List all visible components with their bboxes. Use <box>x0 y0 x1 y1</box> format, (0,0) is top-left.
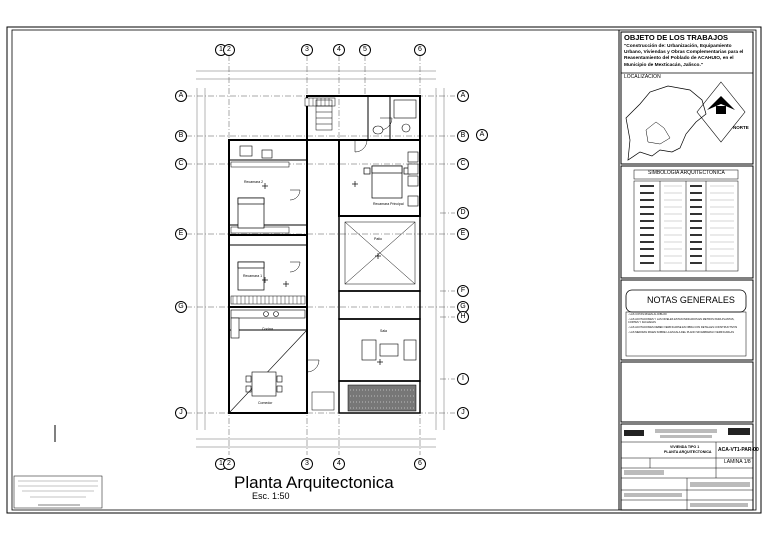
plano-subtitle: PLANTA ARQUITECTONICA <box>664 450 712 454</box>
room-label-sala: Sala <box>380 329 388 333</box>
axis-bubble-right: B <box>457 130 469 142</box>
axis-bubble-left: A <box>175 90 187 102</box>
norte-label: NORTE <box>733 125 749 130</box>
localizacion-label: LOCALIZACION <box>624 74 661 80</box>
nota-item: - LAS MEDIDAS RIGEN SOBRE LA ESCALA DEL … <box>628 331 734 335</box>
axis-bubble-bottom: 6 <box>414 458 426 470</box>
axis-bubble-right: H <box>457 311 469 323</box>
axis-bubble-right: D <box>457 207 469 219</box>
axis-bubble-top: 3 <box>301 44 313 56</box>
objeto-text: "Construcción de: Urbanización, Equipami… <box>624 44 744 68</box>
axis-bubble-right: F <box>457 285 469 297</box>
drawing-scale: Esc. 1:50 <box>252 491 290 501</box>
axis-bubble-right: C <box>457 158 469 170</box>
axis-bubble-right: I <box>457 373 469 385</box>
axis-bubble-right: A <box>457 90 469 102</box>
simbologia-title: SIMBOLOGIA ARQUITECTONICA <box>648 170 725 176</box>
nota-item: - LAS COTAS RIGEN AL DIBUJO <box>628 313 667 316</box>
lamina-label: LAMINA 1/8 <box>724 459 751 465</box>
axis-bubble-bottom: 3 <box>301 458 313 470</box>
nota-item: - LAS ACOTACIONES Y LAS NIVELES ESTAN IN… <box>628 318 735 324</box>
objeto-title: OBJETO DE LOS TRABAJOS <box>624 33 729 42</box>
room-label-recamara-2: Recamara 2 <box>244 180 264 184</box>
axis-bubble-side: A <box>476 129 488 141</box>
notas-title: NOTAS GENERALES <box>647 295 735 305</box>
axis-bubble-left: E <box>175 228 187 240</box>
axis-bubble-left: C <box>175 158 187 170</box>
room-label-comedor: Comedor <box>258 401 273 405</box>
axis-bubble-left: B <box>175 130 187 142</box>
room-label-patio: Patio <box>374 237 382 241</box>
plano-title: VIVIENDA TIPO 1 <box>670 445 700 449</box>
axis-bubble-top: 4 <box>333 44 345 56</box>
room-label-recamara-1: Recamara 1 <box>243 274 263 278</box>
axis-bubble-bottom: 2 <box>223 458 235 470</box>
axis-bubble-bottom: 4 <box>333 458 345 470</box>
axis-bubble-top: 5 <box>359 44 371 56</box>
room-label-cocina: Cocina <box>262 327 273 331</box>
plano-code: ACA-VT1-PAR-00 <box>718 447 759 453</box>
axis-bubble-left: J <box>175 407 187 419</box>
axis-bubble-top: 2 <box>223 44 235 56</box>
axis-bubble-right: J <box>457 407 469 419</box>
axis-bubble-top: 6 <box>414 44 426 56</box>
nota-item: - LAS ACOTACIONES DEBEN VERIFICARSE EN O… <box>628 326 738 330</box>
room-label-recamara-principal: Recamara Principal <box>373 202 404 206</box>
notas-list: - LAS COTAS RIGEN AL DIBUJO - LAS ACOTAC… <box>628 313 744 335</box>
axis-bubble-right: E <box>457 228 469 240</box>
drawing-title: Planta Arquitectonica <box>234 473 394 492</box>
axis-bubble-left: G <box>175 301 187 313</box>
